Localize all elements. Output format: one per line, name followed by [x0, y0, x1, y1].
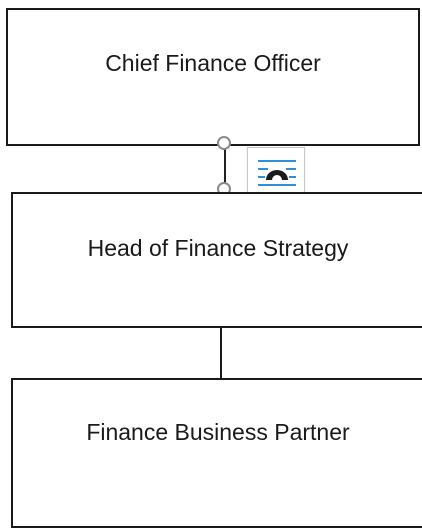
- org-box-label: Head of Finance Strategy: [87, 235, 349, 261]
- layout-options-icon: [258, 160, 296, 186]
- org-box-chief-finance-officer[interactable]: Chief Finance Officer: [6, 8, 420, 146]
- connector-line-selected[interactable]: [224, 144, 226, 192]
- org-box-head-of-finance-strategy[interactable]: Head of Finance Strategy: [11, 192, 422, 328]
- org-box-finance-business-partner[interactable]: Finance Business Partner: [11, 378, 422, 528]
- org-box-label: Chief Finance Officer: [105, 50, 321, 76]
- connector-line[interactable]: [220, 328, 222, 378]
- org-box-label: Finance Business Partner: [86, 419, 350, 445]
- connector-handle-top[interactable]: [217, 136, 231, 150]
